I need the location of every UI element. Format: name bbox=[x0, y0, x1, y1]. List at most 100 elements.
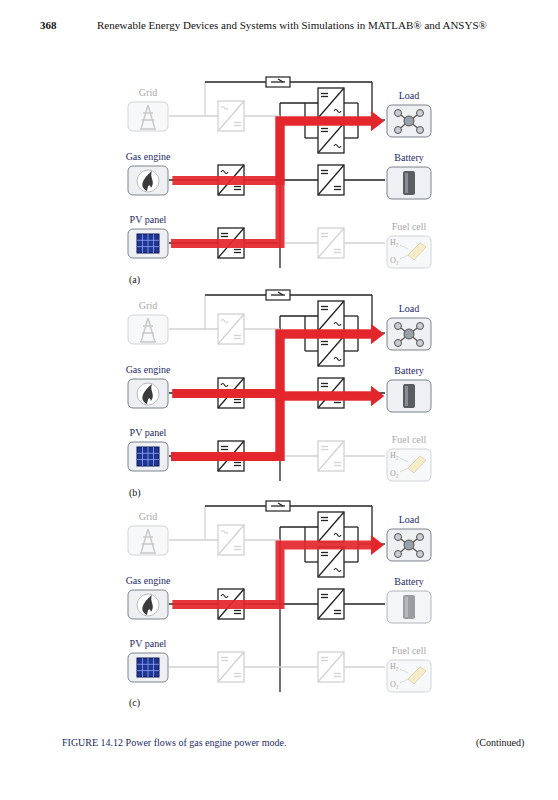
node-label: PV panel bbox=[125, 214, 171, 226]
wire bbox=[334, 673, 341, 674]
wire bbox=[334, 613, 341, 614]
wire bbox=[280, 526, 318, 527]
fuel-cell-source: Fuel cellH₂O₂ bbox=[384, 645, 434, 693]
converter-box bbox=[318, 336, 344, 366]
wire bbox=[221, 446, 228, 447]
wire bbox=[334, 402, 341, 403]
load-sink: Load bbox=[384, 303, 434, 351]
wire bbox=[321, 657, 328, 658]
wire bbox=[321, 597, 328, 598]
wire bbox=[321, 344, 328, 345]
device-icon: H₂O₂ bbox=[386, 659, 432, 693]
wire bbox=[234, 613, 241, 614]
wire bbox=[344, 603, 385, 604]
power-flow-band bbox=[172, 545, 371, 605]
wire bbox=[234, 399, 241, 400]
wire bbox=[278, 292, 283, 295]
device-icon bbox=[386, 166, 432, 200]
fuel-cell-source: Fuel cellH₂O₂ bbox=[384, 221, 434, 269]
load-sink: Load bbox=[384, 514, 434, 562]
gas-engine-source: Gas engine bbox=[124, 364, 173, 409]
ac-glyph bbox=[221, 384, 228, 387]
switch-symbol bbox=[266, 501, 290, 511]
ac-glyph bbox=[221, 320, 228, 323]
node-label: Gas engine bbox=[124, 364, 173, 376]
wire bbox=[321, 96, 328, 97]
wire bbox=[344, 561, 358, 562]
icon-drawing bbox=[127, 314, 169, 345]
gas-label: O₂ bbox=[390, 256, 399, 265]
power-flow-band bbox=[172, 121, 371, 181]
ac-glyph bbox=[334, 569, 341, 572]
switch-symbol bbox=[266, 290, 290, 300]
power-flow-band bbox=[171, 334, 371, 457]
wire bbox=[318, 228, 344, 258]
wire bbox=[278, 79, 283, 82]
gas-label: O₂ bbox=[390, 469, 399, 478]
wire bbox=[234, 189, 241, 190]
ac-glyph bbox=[221, 107, 228, 110]
wire bbox=[344, 526, 358, 527]
converter-box bbox=[218, 101, 244, 131]
device-icon bbox=[127, 652, 169, 683]
wire bbox=[334, 462, 341, 463]
wire bbox=[334, 189, 341, 190]
wire bbox=[318, 589, 344, 619]
wire bbox=[221, 236, 228, 237]
wire bbox=[218, 314, 244, 344]
wire bbox=[234, 122, 241, 123]
device-icon: H₂O₂ bbox=[386, 448, 432, 482]
wire bbox=[321, 173, 328, 174]
converter-box bbox=[318, 512, 344, 542]
wire bbox=[234, 465, 241, 466]
ac-glyph bbox=[334, 145, 341, 148]
icon-drawing bbox=[386, 379, 432, 413]
node-label: PV panel bbox=[125, 427, 171, 439]
arrowhead bbox=[371, 386, 384, 406]
wire bbox=[234, 249, 241, 250]
wire bbox=[280, 242, 318, 243]
arrowhead bbox=[371, 324, 384, 344]
converter-box bbox=[218, 652, 244, 682]
wire bbox=[321, 309, 328, 310]
arrowhead bbox=[371, 324, 384, 344]
device-icon: H₂O₂ bbox=[386, 235, 432, 269]
wire bbox=[234, 673, 241, 674]
gas-engine-source: Gas engine bbox=[124, 575, 173, 620]
switch-symbol bbox=[266, 77, 290, 87]
wire bbox=[305, 137, 318, 138]
power-flow-arrow bbox=[171, 111, 384, 244]
power-flow-arrow bbox=[171, 324, 384, 457]
wire bbox=[344, 455, 385, 456]
wire bbox=[344, 350, 358, 351]
wire bbox=[234, 125, 241, 126]
continued-note: (Continued) bbox=[476, 736, 524, 749]
wire bbox=[344, 137, 358, 138]
converter-box bbox=[318, 652, 344, 682]
converter-box bbox=[318, 228, 344, 258]
wire bbox=[318, 441, 344, 471]
device-icon bbox=[386, 104, 432, 138]
arrowhead bbox=[371, 111, 384, 131]
device-icon bbox=[127, 314, 169, 345]
wire bbox=[321, 306, 328, 307]
wire bbox=[221, 233, 228, 234]
wire bbox=[321, 128, 328, 129]
wire bbox=[234, 186, 241, 187]
wire bbox=[290, 81, 372, 82]
wire bbox=[334, 465, 341, 466]
device-icon bbox=[127, 525, 169, 556]
arrowhead bbox=[371, 386, 384, 406]
wire bbox=[305, 350, 318, 351]
converter-box bbox=[318, 165, 344, 195]
pv-panel-source: PV panel bbox=[125, 427, 171, 472]
wire bbox=[234, 402, 241, 403]
node-label: Gas engine bbox=[124, 575, 173, 587]
wire bbox=[234, 252, 241, 253]
wire bbox=[169, 539, 218, 540]
converter-box bbox=[318, 123, 344, 153]
wire bbox=[334, 252, 341, 253]
wire bbox=[321, 341, 328, 342]
wire bbox=[204, 295, 205, 329]
wire bbox=[318, 88, 344, 118]
